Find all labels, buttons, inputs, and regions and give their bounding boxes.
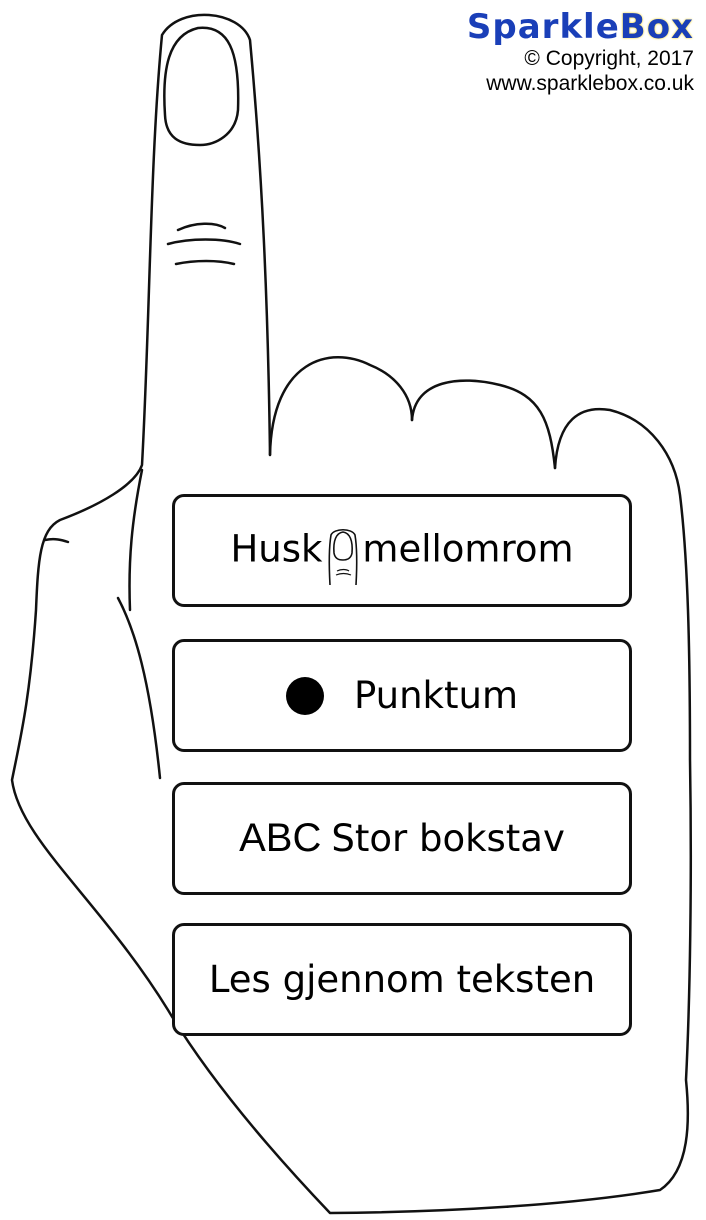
reminder-box-space: Husk mellomrom [172, 494, 632, 607]
finger-icon [328, 528, 358, 585]
full-stop-dot-icon [286, 676, 324, 715]
reminder-box-read-through: Les gjennom teksten [172, 923, 632, 1036]
website-url: www.sparklebox.co.uk [486, 72, 694, 95]
sparklebox-branding: SparkleBox © Copyright, 2017 www.sparkle… [394, 8, 694, 96]
box-label: Husk mellomrom [230, 521, 574, 585]
reminder-box-capital-letter: ABC Stor bokstav [172, 782, 632, 895]
reminder-box-full-stop: Punktum [172, 639, 632, 752]
abc-prefix: ABC [239, 816, 322, 860]
box-label: Stor bokstav [331, 817, 565, 860]
box-label: Punktum [354, 674, 518, 717]
sparklebox-logo: SparkleBox [466, 7, 694, 47]
box-label: Les gjennom teksten [208, 958, 596, 1001]
copyright-text: © Copyright, 2017 [524, 47, 694, 70]
